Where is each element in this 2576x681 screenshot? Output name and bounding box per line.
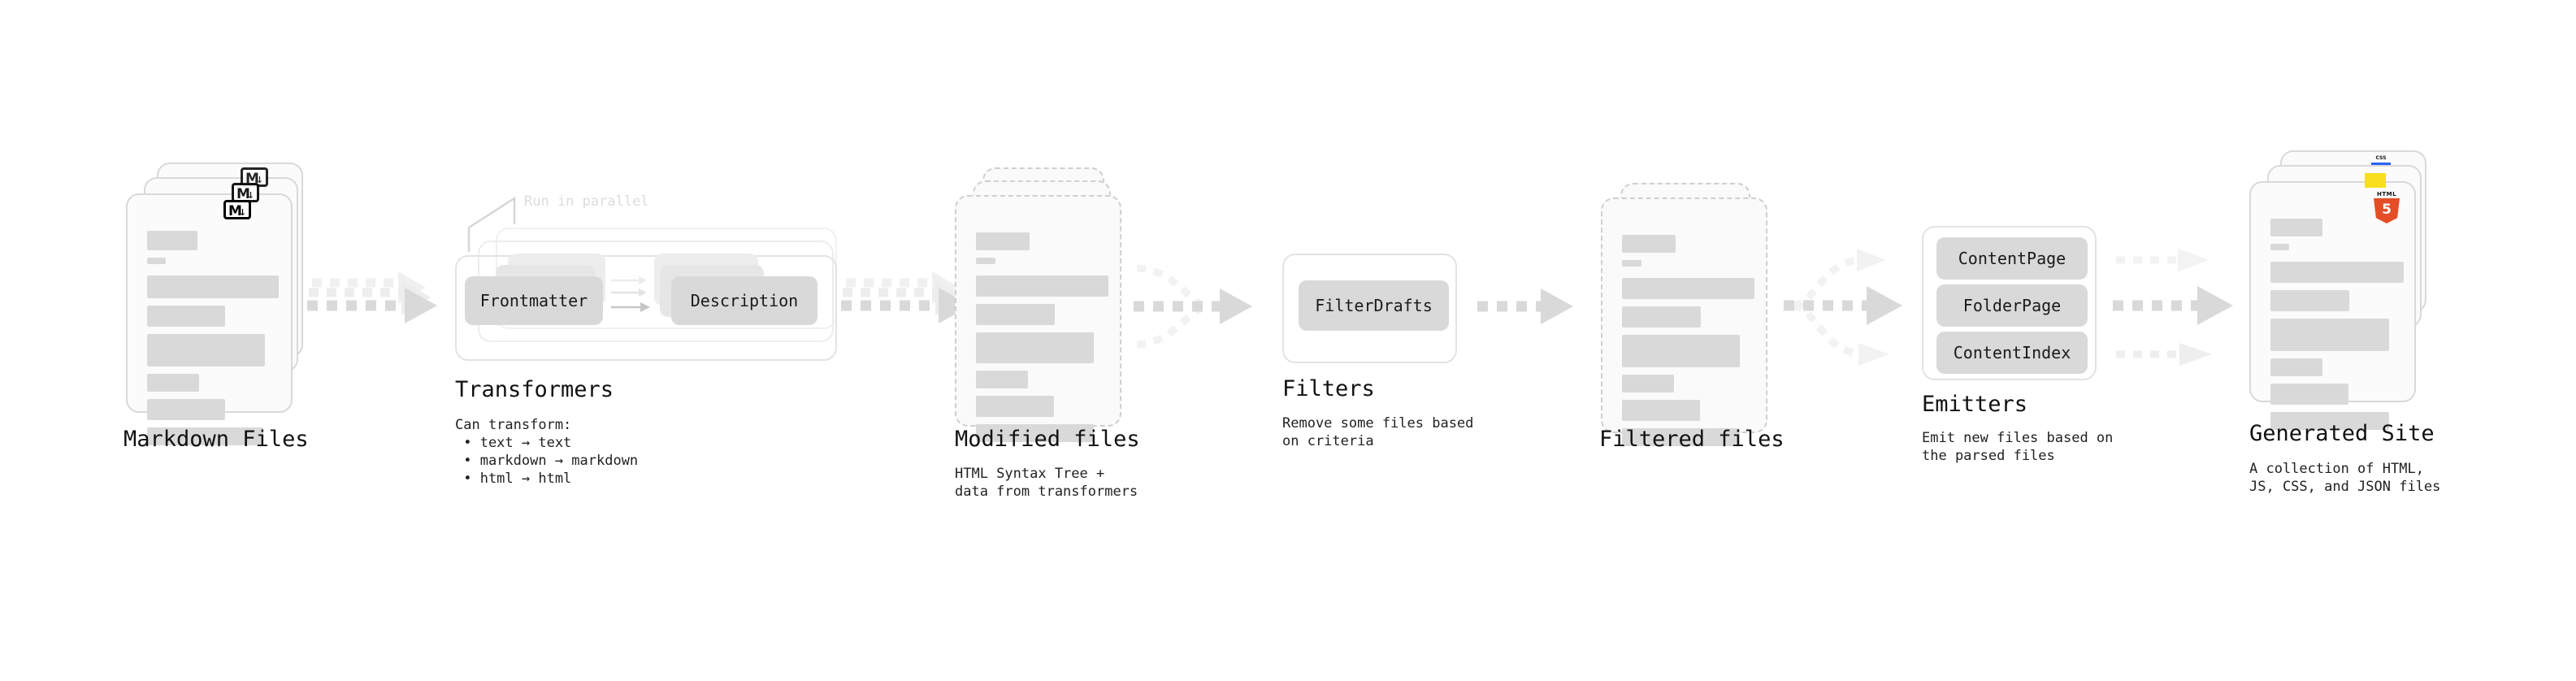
markdown-icon-mid: M↓ — [232, 183, 259, 202]
filtered-card-front — [1601, 197, 1767, 446]
transformers-group-front — [455, 255, 837, 361]
filtered-files-title: Filtered files — [1599, 427, 1785, 452]
filters-chip-filterdrafts[interactable]: FilterDrafts — [1299, 280, 1449, 331]
connector-emitters-to-site — [2113, 228, 2259, 382]
html5-icon: HTML — [2373, 191, 2400, 223]
emitters-title: Emitters — [1922, 392, 2028, 417]
emitters-chip-contentpage[interactable]: ContentPage — [1936, 237, 2088, 280]
filtered-file-stack — [1601, 183, 1788, 446]
site-card-front — [2249, 181, 2416, 430]
css3-icon: CSS — [2371, 155, 2391, 165]
connector-transformers-to-modified — [841, 268, 979, 349]
run-in-parallel-bracket — [467, 196, 516, 252]
emitters-subtitle: Emit new files based on the parsed files — [1922, 430, 2114, 464]
markdown-card-front — [126, 193, 293, 445]
filters-title: Filters — [1282, 376, 1375, 401]
emitters-chip-folderpage[interactable]: FolderPage — [1936, 284, 2088, 327]
modified-file-stack — [955, 163, 1142, 442]
connector-filters-to-filtered — [1477, 286, 1591, 343]
modified-placeholder-lines — [976, 232, 1108, 449]
transformers-subtitle: Can transform: • text → text • markdown … — [455, 417, 639, 487]
js-icon — [2365, 173, 2386, 188]
connector-filtered-to-emitters — [1784, 228, 1922, 382]
site-placeholder-lines — [2270, 219, 2404, 437]
modified-files-title: Modified files — [955, 427, 1140, 452]
generated-site-title: Generated Site — [2249, 421, 2435, 446]
markdown-icon: M↓ — [223, 200, 251, 219]
transformers-chip-description[interactable]: Description — [671, 276, 817, 325]
connector-md-to-transformers — [307, 268, 445, 349]
modified-card-front — [955, 195, 1121, 442]
markdown-file-stack: M↓ M↓ M↓ — [126, 163, 313, 445]
filters-subtitle: Remove some files based on criteria — [1282, 415, 1474, 449]
emitters-group-box — [1922, 226, 2097, 380]
modified-files-subtitle: HTML Syntax Tree + data from transformer… — [955, 466, 1138, 500]
connector-modified-to-filters — [1134, 260, 1272, 366]
generated-site-subtitle: A collection of HTML, JS, CSS, and JSON … — [2249, 461, 2441, 495]
transformers-title: Transformers — [455, 377, 614, 402]
run-in-parallel-label: Run in parallel — [524, 193, 649, 210]
filters-group-box — [1282, 254, 1457, 363]
transformers-chip-frontmatter[interactable]: Frontmatter — [465, 276, 603, 325]
generated-site-stack: CSS HTML — [2249, 150, 2436, 430]
emitters-chip-contentindex[interactable]: ContentIndex — [1936, 332, 2088, 374]
markdown-placeholder-lines — [147, 231, 279, 453]
markdown-files-title: Markdown Files — [124, 427, 309, 452]
filtered-placeholder-lines — [1622, 235, 1754, 453]
transformers-internal-arrows — [611, 276, 650, 312]
